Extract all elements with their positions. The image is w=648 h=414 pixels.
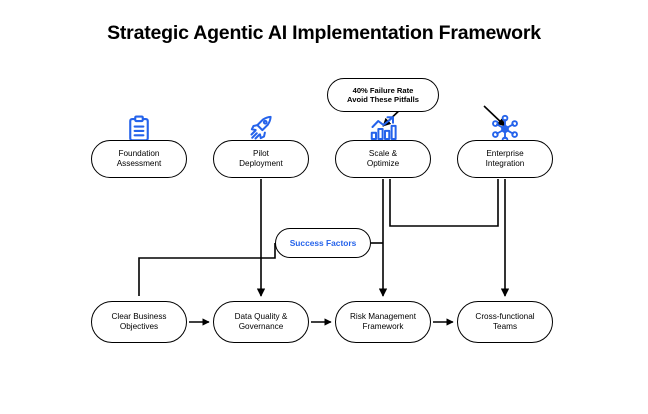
callout-arrow-right [483,105,506,127]
network-hub-icon [490,114,520,144]
phase-label: Foundation Assessment [116,149,162,168]
foundation-node-clear-business-objectives[interactable]: Clear Business Objectives [91,301,187,343]
foundation-label: Clear Business Objectives [111,312,167,331]
foundation-node-cross-functional-teams[interactable]: Cross-functional Teams [457,301,553,343]
success-factors-node[interactable]: Success Factors [275,228,371,258]
phase-node-pilot-deployment[interactable]: Pilot Deployment [213,140,309,178]
rocket-icon [246,114,276,144]
foundation-label: Risk Management Framework [350,312,416,331]
foundation-node-risk-management-framework[interactable]: Risk Management Framework [335,301,431,343]
foundation-node-data-quality-governance[interactable]: Data Quality & Governance [213,301,309,343]
page-title: Strategic Agentic AI Implementation Fram… [107,22,541,44]
phase-node-scale-optimize[interactable]: Scale & Optimize [335,140,431,178]
phase-label: Scale & Optimize [366,149,400,168]
success-factors-label: Success Factors [289,237,357,248]
foundation-label: Data Quality & Governance [234,312,288,331]
phase-node-enterprise-integration[interactable]: Enterprise Integration [457,140,553,178]
bar-chart-trend-icon [368,114,398,144]
phase-label: Enterprise Integration [485,149,525,168]
connector-success-to-objectives [138,243,276,296]
phase-label: Pilot Deployment [239,149,283,168]
foundation-label: Cross-functional Teams [475,312,535,331]
connector-enterprise-loopback [389,179,499,227]
phase-node-foundation-assessment[interactable]: Foundation Assessment [91,140,187,178]
